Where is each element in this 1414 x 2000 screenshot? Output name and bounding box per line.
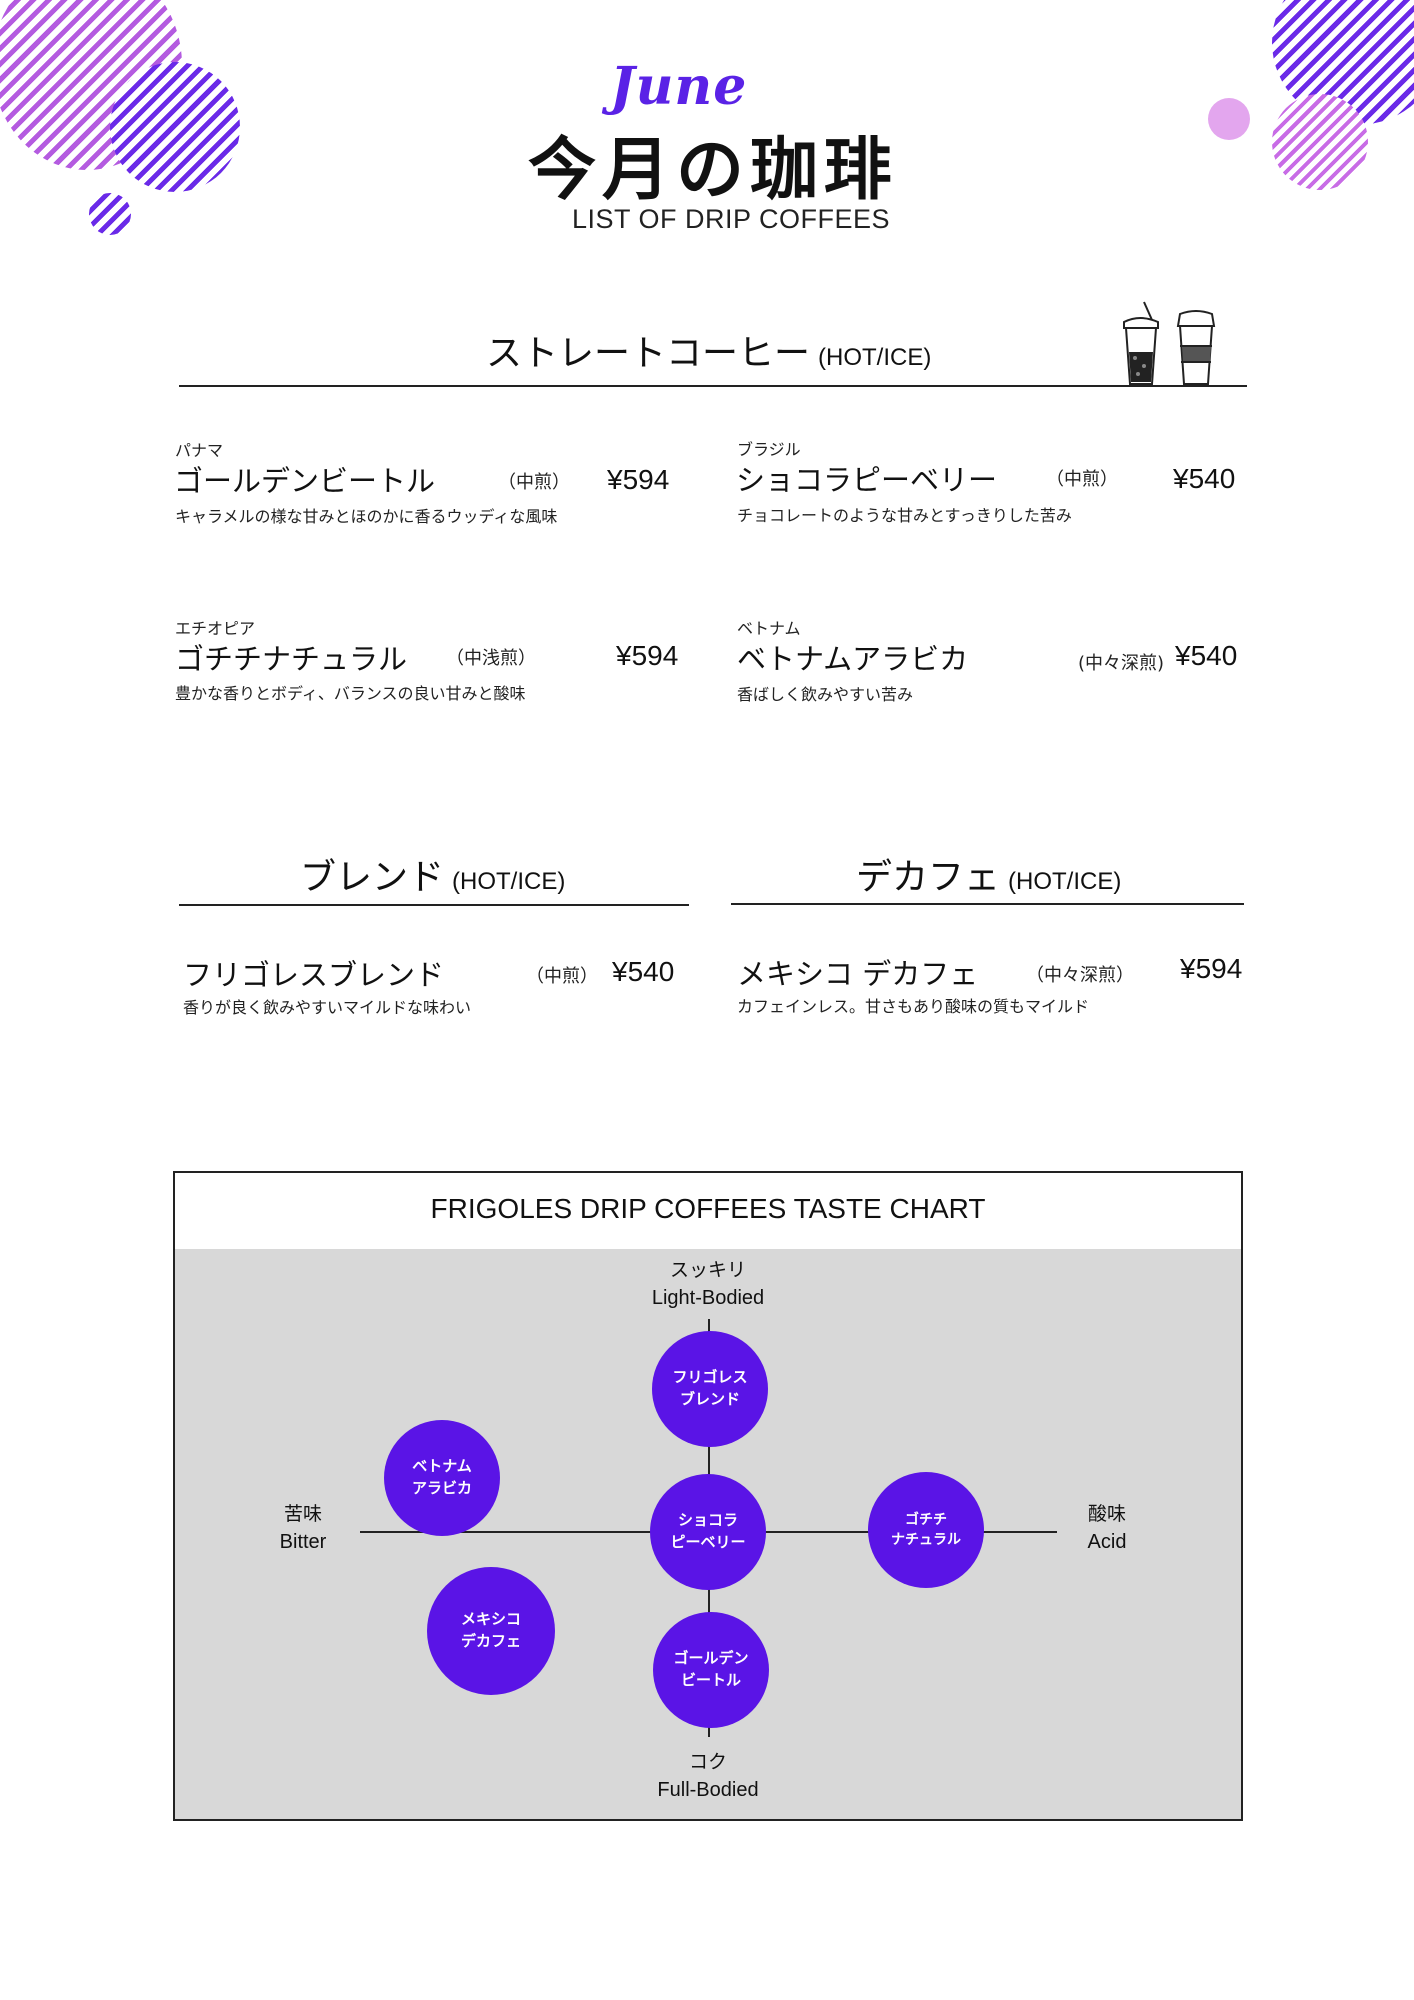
item-roast: （中煎） — [1046, 469, 1118, 490]
item-name: メキシコ デカフェ — [737, 957, 979, 991]
item-roast: （中浅煎） — [446, 648, 536, 669]
section-title-straight: ストレートコーヒー (HOT/ICE) — [486, 324, 931, 376]
item-name: フリゴレスブレンド — [183, 958, 445, 992]
item-description: カフェインレス。甘さもあり酸味の質もマイルド — [737, 997, 1090, 1016]
axis-label-left: 苦味 Bitter — [279, 1503, 327, 1553]
item-price: ¥540 — [1175, 640, 1238, 671]
section-tag: (HOT/ICE) — [452, 868, 566, 895]
taste-chart: FRIGOLES DRIP COFFEES TASTE CHART スッキリ L… — [173, 1171, 1243, 1821]
item-price: ¥540 — [1173, 463, 1236, 494]
taste-chart-title: FRIGOLES DRIP COFFEES TASTE CHART — [430, 1193, 986, 1224]
bubble-chocola-peaberry: ショコラピーベリー — [650, 1474, 766, 1590]
section-title-blend: ブレンド (HOT/ICE) — [300, 848, 565, 900]
item-name: ゴールデンビートル — [174, 464, 436, 498]
taste-chart-area: スッキリ Light-Bodied コク Full-Bodied 苦味 Bitt… — [175, 1249, 1241, 1819]
deco-striped-circle — [110, 62, 240, 192]
section-tag: (HOT/ICE) — [818, 344, 932, 371]
item-origin: ベトナム — [737, 619, 801, 638]
month-label: June — [610, 56, 748, 117]
item-roast: （中煎） — [526, 966, 598, 987]
item-origin: エチオピア — [175, 619, 256, 638]
deco-solid-circle — [1208, 98, 1250, 140]
section-divider — [179, 385, 1247, 387]
section-divider — [179, 904, 689, 906]
section-title-text: ストレートコーヒー — [486, 333, 811, 374]
item-name: ベトナムアラビカ — [737, 642, 969, 676]
page-title: 今月の珈琲 — [528, 131, 899, 210]
bubble-mexico-decaf: メキシコデカフェ — [427, 1567, 555, 1695]
bubble-vietnam-arabica: ベトナムアラビカ — [384, 1420, 500, 1536]
item-name: ゴチチナチュラル — [175, 642, 408, 676]
page-subtitle: LIST OF DRIP COFFEES — [572, 204, 891, 234]
item-origin: ブラジル — [737, 440, 801, 459]
item-price: ¥540 — [612, 956, 675, 987]
deco-striped-circle — [89, 193, 131, 235]
item-price: ¥594 — [1180, 953, 1243, 984]
item-origin: パナマ — [175, 441, 224, 460]
item-name: ショコラピーベリー — [736, 463, 998, 497]
item-roast: (中々深煎) — [1078, 653, 1165, 674]
item-roast: （中々深煎） — [1026, 965, 1134, 986]
item-description: 香りが良く飲みやすいマイルドな味わい — [183, 998, 472, 1017]
item-description: キャラメルの様な甘みとほのかに香るウッディな風味 — [175, 507, 558, 526]
item-price: ¥594 — [616, 640, 679, 671]
deco-striped-circle — [1272, 94, 1368, 190]
item-description: チョコレートのような甘みとすっきりした苦み — [737, 506, 1072, 525]
section-tag: (HOT/ICE) — [1008, 868, 1122, 895]
bubble-frigoles-blend: フリゴレスブレンド — [652, 1331, 768, 1447]
item-description: 香ばしく飲みやすい苦み — [737, 685, 914, 704]
bubble-golden-beetle: ゴールデンビートル — [653, 1612, 769, 1728]
section-title-text: デカフェ — [856, 857, 1001, 898]
coffee-cups-icon — [1123, 301, 1216, 385]
section-title-text: ブレンド — [300, 857, 445, 898]
axis-label-bottom: コク Full-Bodied — [657, 1751, 759, 1801]
item-description: 豊かな香りとボディ、バランスの良い甘みと酸味 — [175, 684, 526, 703]
section-divider — [731, 903, 1244, 905]
axis-label-top: スッキリ Light-Bodied — [651, 1259, 765, 1309]
item-price: ¥594 — [607, 464, 670, 495]
axis-label-right: 酸味 Acid — [1087, 1503, 1127, 1553]
item-roast: （中煎） — [498, 472, 570, 493]
bubble-gochichi-natural: ゴチチナチュラル — [868, 1472, 984, 1588]
section-title-decaf: デカフェ (HOT/ICE) — [856, 848, 1121, 900]
